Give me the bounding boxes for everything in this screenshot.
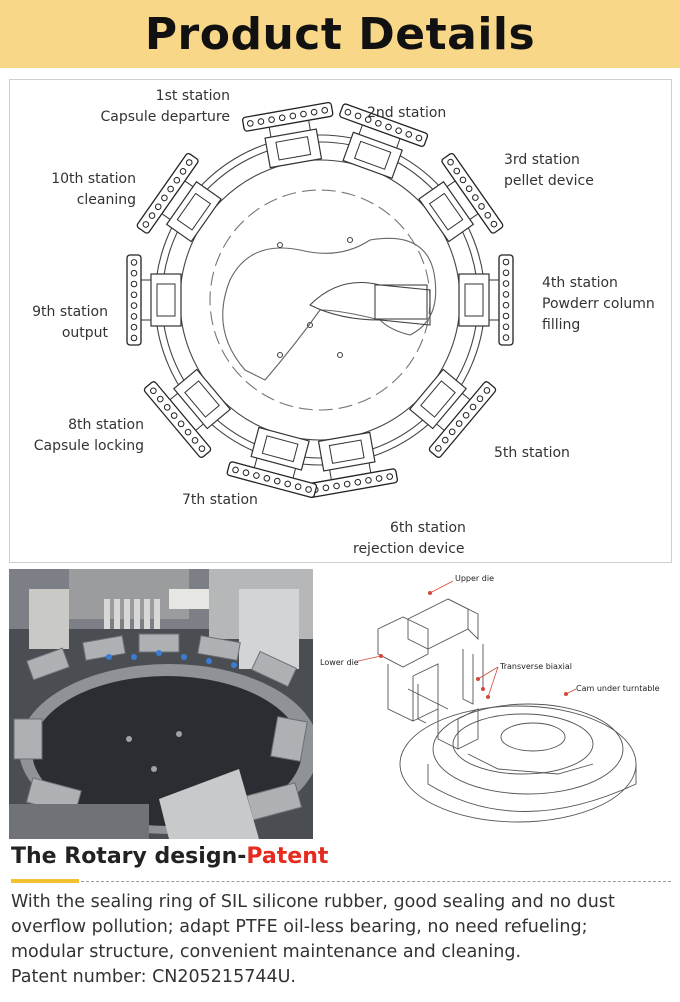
label-transverse-biaxial: Transverse biaxial	[500, 662, 573, 671]
station-1-title: 1st station	[155, 88, 230, 104]
label-station-10: 10th station cleaning	[16, 169, 136, 211]
station-module-10	[136, 152, 222, 243]
station-module-1	[241, 101, 334, 169]
station-1-desc: Capsule departure	[100, 109, 230, 125]
section-title-main: The Rotary design-	[11, 844, 247, 869]
die-cam-illustration	[357, 580, 637, 823]
station-module-7	[226, 426, 318, 499]
die-cam-drawing: Upper die Lower die Transverse biaxial C…	[318, 569, 670, 839]
station-4-desc: Powderr column	[542, 296, 655, 312]
label-lower-die: Lower die	[320, 658, 359, 667]
station-10-title: 10th station	[51, 171, 136, 187]
description-line: With the sealing ring of SIL silicone ru…	[11, 892, 615, 912]
station-module-8	[143, 368, 232, 458]
header-banner: Product Details	[0, 0, 680, 68]
description-line: overflow pollution; adapt PTFE oil-less …	[11, 917, 588, 937]
description-line: Patent number: CN205215744U.	[11, 967, 296, 987]
station-9-desc: output	[61, 325, 108, 341]
machine-photo	[9, 569, 313, 839]
station-module-5	[408, 368, 497, 458]
station-4-title: 4th station	[542, 275, 618, 291]
heading-divider	[81, 881, 671, 882]
page-title: Product Details	[144, 8, 536, 60]
label-station-2: 2nd station	[367, 103, 446, 124]
label-station-6: 6th station rejection device	[353, 518, 466, 560]
heading-accent-bar	[11, 879, 79, 883]
label-station-5: 5th station	[494, 443, 570, 464]
station-module-3	[418, 152, 504, 243]
description-line: modular structure, convenient maintenanc…	[11, 942, 522, 962]
station-3-title: 3rd station	[504, 152, 580, 168]
label-station-9: 9th station output	[16, 302, 108, 344]
station-9-title: 9th station	[32, 304, 108, 320]
station-10-desc: cleaning	[76, 192, 136, 208]
label-cam-under-turntable: Cam under turntable	[576, 684, 660, 693]
station-4-desc-2: filling	[542, 317, 581, 333]
station-6-desc: rejection device	[353, 541, 465, 557]
station-5-title: 5th station	[494, 445, 570, 461]
station-module-9	[126, 254, 182, 346]
station-7-title: 7th station	[182, 492, 258, 508]
label-station-3: 3rd station pellet device	[504, 150, 594, 192]
station-6-title: 6th station	[390, 520, 466, 536]
station-8-desc: Capsule locking	[33, 438, 144, 454]
section-heading: The Rotary design-Patent	[11, 844, 328, 869]
section-title-highlight: Patent	[246, 844, 329, 869]
rotary-table-drawing	[126, 101, 514, 499]
label-station-7: 7th station	[182, 490, 258, 511]
station-diagram: 1st station Capsule departure 2nd statio…	[9, 79, 672, 563]
station-module-2	[339, 103, 429, 180]
station-2-title: 2nd station	[367, 105, 447, 121]
label-station-1: 1st station Capsule departure	[85, 86, 230, 128]
station-module-4	[458, 254, 514, 346]
label-station-4: 4th station Powderr column filling	[542, 273, 655, 336]
station-8-title: 8th station	[68, 417, 144, 433]
description-paragraph: With the sealing ring of SIL silicone ru…	[11, 890, 676, 990]
label-upper-die: Upper die	[455, 574, 494, 583]
machine-photo-illustration	[9, 569, 313, 839]
station-3-desc: pellet device	[504, 173, 594, 189]
label-station-8: 8th station Capsule locking	[20, 415, 144, 457]
